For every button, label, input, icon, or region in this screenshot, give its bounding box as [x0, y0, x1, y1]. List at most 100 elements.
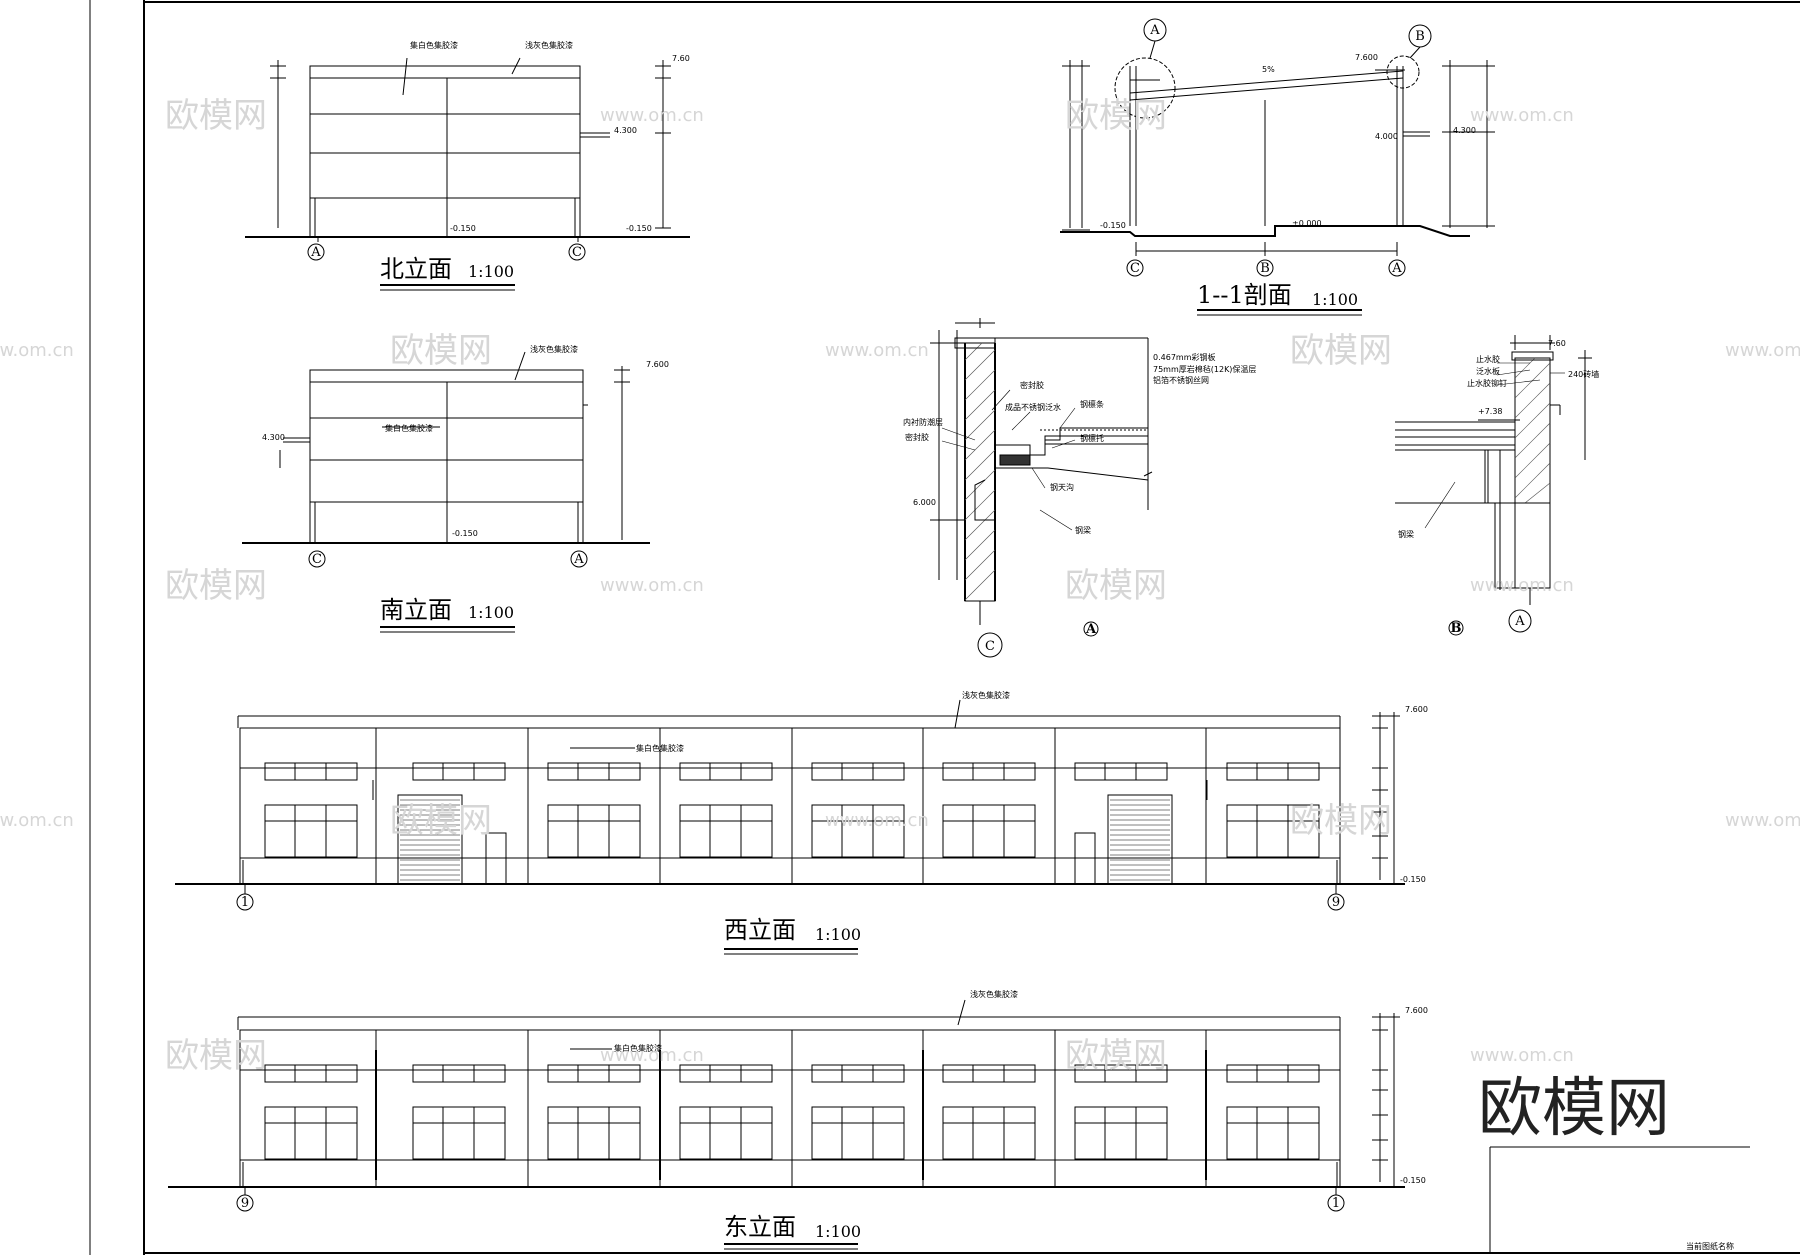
section-1-1	[1060, 18, 1495, 277]
detail-b-note-5: 钢梁	[1398, 529, 1414, 539]
north-note-b: 浅灰色集胶漆	[525, 40, 573, 50]
west-window-rows	[264, 762, 1320, 858]
watermark-url: www.om.cn	[0, 810, 74, 831]
upper-window	[547, 762, 641, 781]
west-note-top: 浅灰色集胶漆	[962, 690, 1010, 700]
south-title: 南立面	[380, 596, 452, 624]
north-axis-left: A	[310, 245, 321, 260]
east-dim-base: -0.150	[1400, 1176, 1426, 1185]
west-axis-right: 9	[1332, 895, 1340, 910]
detail-a-note-2: 75mm厚岩棉毡(12K)保温层	[1153, 364, 1256, 374]
detail-a-note-11: 密封胶	[905, 432, 929, 442]
watermark-logo: 欧模网	[1290, 331, 1392, 371]
watermark-logo: 欧模网	[1065, 566, 1167, 606]
east-axis-right: 1	[1332, 1196, 1340, 1211]
detail-b-note-2: 泛水板	[1476, 366, 1500, 376]
upper-window	[1074, 1064, 1168, 1083]
watermark-layer: 欧模网 www.om.cn 欧模网 www.om.cn 欧模网 www.om.c…	[0, 96, 1800, 1076]
detail-b-leaders	[1424, 362, 1565, 529]
section-axis-right: A	[1391, 261, 1402, 276]
lower-window	[811, 804, 905, 858]
detail-a-note-8: 钢天沟	[1050, 482, 1074, 492]
upper-window	[942, 1064, 1036, 1083]
detail-a-note-9: 钢梁	[1075, 525, 1091, 535]
north-dim-top: 7.60	[672, 54, 690, 63]
watermark-url: www.om.cn	[600, 1045, 704, 1066]
north-axis-right: C	[572, 245, 582, 260]
east-title: 东立面	[724, 1213, 796, 1241]
lower-window	[264, 1106, 358, 1160]
watermark-url: www.om.cn	[825, 340, 929, 361]
west-dim-base: -0.150	[1400, 875, 1426, 884]
brand-logo: 欧模网	[1478, 1072, 1670, 1146]
watermark-url: www.om.cn	[1470, 105, 1574, 126]
detail-b-dim-mid: +7.38	[1478, 407, 1503, 416]
detail-b-note-3: 止水胶铆钉	[1467, 378, 1507, 388]
upper-window	[942, 762, 1036, 781]
lower-window	[942, 1106, 1036, 1160]
upper-window	[811, 762, 905, 781]
upper-window	[679, 762, 773, 781]
east-elevation	[168, 999, 1405, 1212]
watermark-logo: 欧模网	[1065, 96, 1167, 136]
section-dim-mid-a: 4.000	[1375, 132, 1398, 141]
detail-b-dim-top: 7.60	[1548, 339, 1566, 348]
detail-a-dim: 6.000	[913, 498, 936, 507]
watermark-url: www.om.cn	[0, 340, 74, 361]
watermark-url: www.om.cn	[600, 105, 704, 126]
watermark-url: www.om.cn	[825, 810, 929, 831]
detail-a-label: A	[1085, 622, 1097, 637]
detail-a-note-7: 钢檩托	[1080, 433, 1104, 443]
upper-window	[547, 1064, 641, 1083]
west-scale: 1:100	[815, 925, 861, 944]
section-dim-mid-b: 4.300	[1453, 126, 1476, 135]
detail-b	[1395, 335, 1592, 636]
upper-window	[1226, 1064, 1320, 1083]
detail-a-note-5: 成品不锈钢泛水	[1005, 402, 1061, 412]
lower-window	[547, 804, 641, 858]
watermark-logo: 欧模网	[1290, 801, 1392, 841]
section-dim-top: 7.600	[1355, 53, 1378, 62]
watermark-logo: 欧模网	[390, 331, 492, 371]
west-doors	[397, 794, 1173, 885]
north-elevation	[245, 57, 690, 261]
lower-window	[1074, 1106, 1168, 1160]
upper-window	[412, 1064, 506, 1083]
detail-a-note-4: 密封胶	[1020, 380, 1044, 390]
section-axis-mid: B	[1260, 261, 1270, 276]
east-dim-top: 7.600	[1405, 1006, 1428, 1015]
section-detail-b-tag: B	[1415, 29, 1425, 44]
detail-a-note-10: 内衬防潮层	[903, 417, 943, 427]
section-dim-zero: ±0.000	[1292, 219, 1322, 228]
north-dim-base-right: -0.150	[626, 224, 652, 233]
section-scale: 1:100	[1312, 290, 1358, 309]
upper-window	[264, 762, 358, 781]
south-axis-right: A	[573, 552, 584, 567]
upper-window	[679, 1064, 773, 1083]
south-note-top: 浅灰色集胶漆	[530, 344, 578, 354]
south-scale: 1:100	[468, 603, 514, 622]
east-axis-left: 9	[241, 1196, 249, 1211]
watermark-url: www.om.cn	[1470, 575, 1574, 596]
watermark-logo: 欧模网	[1065, 1036, 1167, 1076]
detail-a-axis: C	[985, 639, 995, 654]
north-dim-base: -0.150	[450, 224, 476, 233]
watermark-logo: 欧模网	[165, 96, 267, 136]
sheet-frame	[89, 0, 1800, 1255]
watermark-logo: 欧模网	[165, 566, 267, 606]
south-elevation	[242, 351, 650, 568]
detail-a-note-3: 铝箔不锈钢丝网	[1153, 375, 1209, 385]
west-dim-top: 7.600	[1405, 705, 1428, 714]
detail-b-note-1: 止水胶	[1476, 354, 1500, 364]
watermark-logo: 欧模网	[390, 801, 492, 841]
east-window-rows	[264, 1064, 1320, 1160]
east-note-mid: 集白色集胶漆	[614, 1043, 662, 1053]
lower-window	[1226, 804, 1320, 858]
watermark-url: www.om.cn	[1470, 1045, 1574, 1066]
north-title: 北立面	[380, 255, 452, 283]
section-slope: 5%	[1262, 65, 1275, 74]
detail-b-note-4: 240砖墙	[1568, 369, 1599, 379]
section-dim-base: -0.150	[1100, 221, 1126, 230]
lower-window	[811, 1106, 905, 1160]
watermark-url: www.om.cn	[1725, 810, 1800, 831]
